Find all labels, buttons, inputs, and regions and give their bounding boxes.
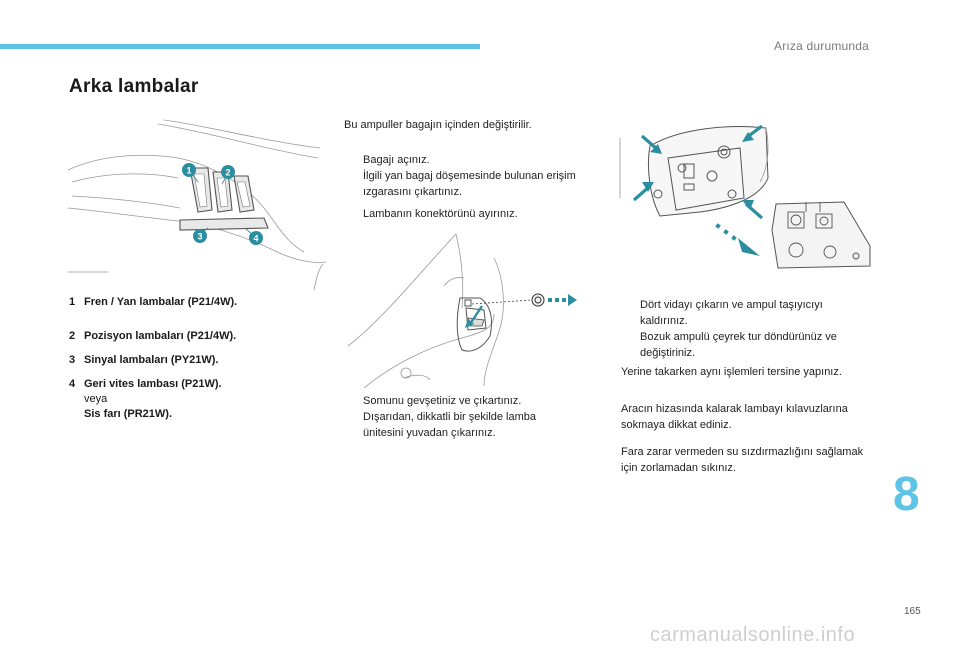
step-text: Dışarıdan, dikkatli bir şekilde lamba ün… [363,411,537,439]
intro-text: Bu ampuller bagajın içinden değiştirilir… [344,119,532,131]
page-number: 165 [904,606,921,617]
legend-number: 4 [69,378,76,390]
legend-item-4: 4 Geri vites lambası (P21W). veya Sis fa… [69,377,309,422]
step-item: Bozuk ampulü çeyrek tur döndürünüz ve de… [621,329,871,361]
page-title: Arka lambalar [69,76,199,97]
steps-list-3: Dört vidayı çıkarın ve ampul taşıyıcıyı … [621,297,871,361]
arrow-bullet-icon [621,297,640,329]
step-item: İlgili yan bagaj döşemesinde bulunan eri… [344,168,579,200]
bulb-holder-illustration [619,124,871,269]
arrow-bullet-icon [344,409,363,441]
callout-1-icon: 1 [186,166,191,176]
legend-number: 1 [69,296,76,308]
legend-label: Fren / Yan lambalar (P21/4W). [84,296,238,308]
note-sealing: Fara zarar vermeden su sızdırmazlığını s… [621,446,864,474]
legend-alt-label: Sis farı (PR21W). [84,408,173,420]
section-title: Arıza durumunda [774,39,870,53]
step-text: Somunu gevşetiniz ve çıkartınız. [363,395,522,407]
legend-item-3: 3 Sinyal lambaları (PY21W). [69,353,309,368]
legend-label: Sinyal lambaları (PY21W). [84,354,219,366]
step-text: Bagajı açınız. [363,154,430,166]
callout-2-icon: 2 [225,168,230,178]
legend-item-2: 2 Pozisyon lambaları (P21/4W). [69,329,309,344]
callout-4-icon: 4 [253,234,258,244]
arrow-bullet-icon [344,168,363,200]
legend-or: veya [84,393,108,405]
steps-list-1: Bagajı açınız. İlgili yan bagaj döşemesi… [344,152,579,222]
arrow-bullet-icon [344,206,363,222]
arrow-bullet-icon [344,393,363,409]
bulb-legend: 1 Fren / Yan lambalar (P21/4W). 2 Pozisy… [69,295,309,422]
step-text: Lambanın konektörünü ayırınız. [363,208,518,220]
note-guides: Aracın hizasında kalarak lambayı kılavuz… [621,403,848,431]
watermark: carmanualsonline.info [650,624,856,646]
step-item: Dört vidayı çıkarın ve ampul taşıyıcıyı … [621,297,871,329]
legend-number: 3 [69,354,76,366]
legend-label: Pozisyon lambaları (P21/4W). [84,330,237,342]
step-item: Somunu gevşetiniz ve çıkartınız. [344,393,579,409]
step-item: Lambanın konektörünü ayırınız. [344,206,579,222]
step-item: Dışarıdan, dikkatli bir şekilde lamba ün… [344,409,579,441]
step-item: Bagajı açınız. [344,152,579,168]
arrow-bullet-icon [621,329,640,361]
rear-lamp-illustration: 1 2 3 4 [67,119,327,291]
note-reassembly: Yerine takarken aynı işlemleri tersine y… [621,366,842,378]
step-text: Bozuk ampulü çeyrek tur döndürünüz ve de… [640,331,837,359]
legend-number: 2 [69,330,76,342]
chapter-number: 8 [893,468,920,521]
step-text: Dört vidayı çıkarın ve ampul taşıyıcıyı … [640,299,823,327]
callout-3-icon: 3 [197,232,202,242]
steps-list-2: Somunu gevşetiniz ve çıkartınız. Dışarıd… [344,393,579,441]
arrow-bullet-icon [344,152,363,168]
header-accent-bar [0,44,480,49]
trunk-connector-illustration [347,233,577,389]
legend-label: Geri vites lambası (P21W). [84,378,222,390]
step-text: İlgili yan bagaj döşemesinde bulunan eri… [363,170,576,198]
legend-item-1: 1 Fren / Yan lambalar (P21/4W). [69,295,309,310]
